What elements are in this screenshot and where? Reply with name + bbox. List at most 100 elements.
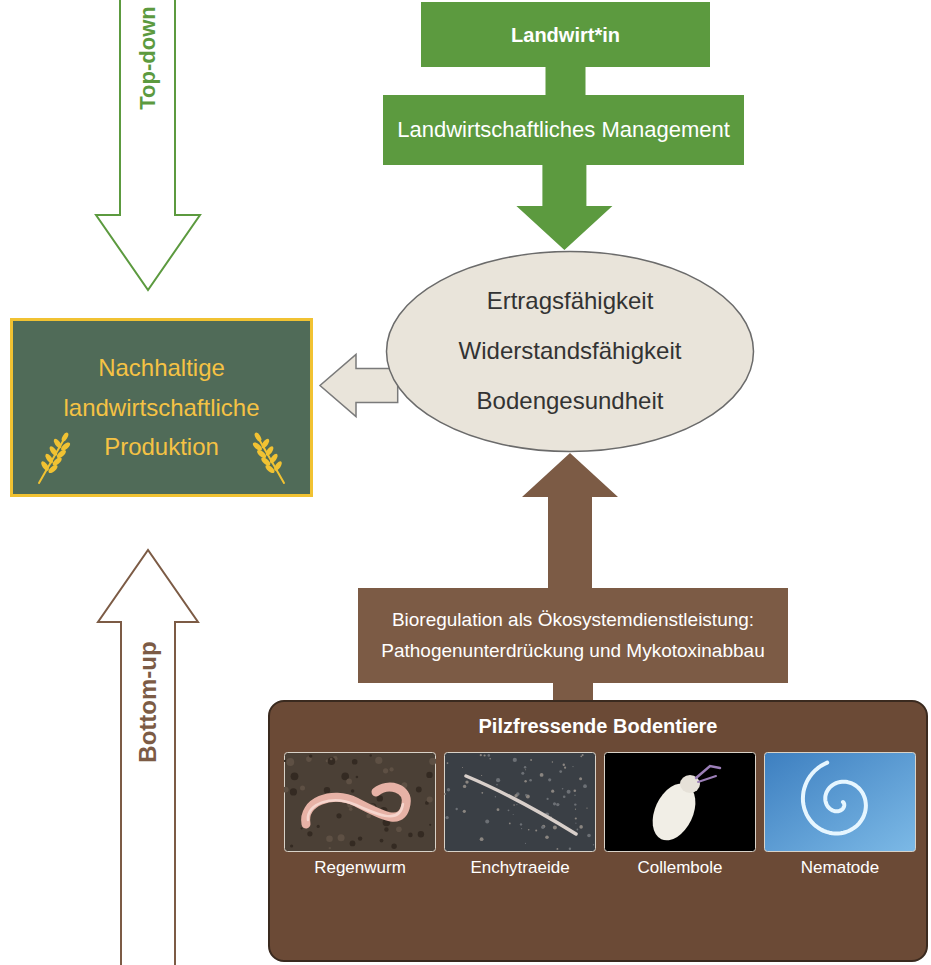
group-heading: Pilzfressende Bodentiere	[270, 714, 926, 738]
drawing-part	[447, 762, 449, 764]
direction-label: Bottom-up	[134, 641, 162, 762]
drawing-part	[390, 767, 394, 771]
drawing-part	[308, 800, 403, 820]
drawing-part	[408, 833, 413, 838]
drawing-part	[447, 788, 450, 791]
drawing-part	[496, 778, 500, 782]
wheat-grain	[252, 441, 264, 452]
drawing-part	[508, 809, 510, 811]
organism-caption: Collembole	[604, 858, 756, 878]
drawing-part	[580, 755, 582, 757]
wheat-grain	[256, 448, 268, 459]
drawing-part	[524, 766, 526, 768]
drawing-part	[551, 790, 554, 793]
drawing-part	[553, 802, 556, 805]
wheat-grain	[260, 456, 272, 467]
drawing-part	[545, 836, 549, 840]
drawing-part	[352, 759, 358, 765]
drawing-part	[548, 778, 551, 781]
drawing-part	[307, 831, 312, 836]
drawing-part	[336, 813, 341, 818]
drawing-part	[485, 819, 489, 823]
drawing-part	[338, 834, 345, 841]
drawing-part	[553, 825, 557, 829]
drawing-part	[328, 757, 336, 765]
wheat-grain	[52, 438, 63, 450]
drawing-part	[306, 787, 407, 824]
drawing-part	[462, 767, 463, 768]
node-text: Landwirtschaftliches Management	[397, 117, 730, 143]
drawing-part	[579, 825, 583, 829]
organism-picture: Enchytraeide	[444, 752, 596, 892]
drawing-part	[465, 780, 468, 783]
block-arrow	[516, 163, 612, 250]
service-box: Bioregulation als Ökosystemdienstleistun…	[358, 588, 788, 683]
drawing-part	[567, 790, 571, 794]
ellipse-text-column: ErtragsfähigkeitWiderstandsfähigkeitBode…	[385, 250, 755, 453]
drawing-part	[574, 795, 575, 796]
node-text: Nachhaltige landwirtschaftliche Produkti…	[43, 348, 280, 467]
drawing-part	[574, 789, 577, 792]
drawing-part	[563, 764, 565, 766]
drawing-part	[495, 796, 496, 797]
organism-picture: Collembole	[604, 752, 756, 892]
drawing-part	[375, 757, 382, 764]
drawing-part	[463, 785, 466, 788]
drawing-part	[445, 816, 448, 819]
drawing-part	[547, 798, 549, 800]
block-arrow	[522, 453, 618, 590]
drawing-part	[481, 792, 483, 794]
drawing-part	[284, 787, 289, 793]
drawing-part	[426, 772, 432, 778]
drawing-part	[559, 770, 562, 773]
drawing-part	[444, 793, 446, 795]
drawing-part	[384, 827, 388, 831]
drawing-part	[291, 772, 299, 780]
drawing-part	[429, 758, 436, 765]
goal-box: Nachhaltige landwirtschaftliche Produkti…	[10, 318, 313, 497]
drawing-part	[429, 824, 431, 826]
node-text: Bioregulation als Ökosystemdienstleistun…	[372, 605, 774, 666]
drawing-part	[525, 794, 527, 796]
drawing-part	[586, 807, 587, 808]
node-text: Ertragsfähigkeit	[487, 287, 654, 316]
drawing-part	[529, 779, 532, 782]
wheat-grain	[47, 463, 59, 474]
wheat-grain	[51, 456, 63, 467]
drawing-part	[521, 772, 524, 775]
top-down-arrow	[96, 0, 200, 290]
organism-group: Pilzfressende BodentiereRegenwurmEnchytr…	[268, 700, 928, 962]
block-arrow	[553, 681, 593, 702]
drawing-part	[463, 810, 466, 813]
drawing-part	[285, 753, 436, 852]
drawing-part	[324, 787, 330, 793]
wheat-grain	[264, 463, 276, 474]
drawing-part	[575, 817, 577, 819]
drawing-part	[380, 839, 384, 843]
drawing-part	[466, 776, 576, 834]
drawing-part	[349, 807, 353, 811]
animal-illustration	[444, 752, 596, 852]
drawing-part	[563, 796, 566, 799]
drawing-part	[552, 761, 553, 762]
drawing-part	[488, 754, 491, 757]
drawing-part	[583, 784, 587, 788]
drawing-part	[396, 827, 402, 833]
drawing-part	[521, 828, 522, 829]
drawing-part	[351, 789, 355, 793]
drawing-part	[301, 827, 303, 829]
drawing-part	[290, 788, 297, 795]
drawing-part	[489, 758, 491, 760]
drawing-part	[542, 825, 545, 828]
drawing-part	[330, 758, 333, 761]
drawing-part	[358, 836, 362, 840]
drawing-part	[605, 753, 756, 852]
drawing-part	[350, 841, 356, 847]
drawing-part	[528, 829, 530, 831]
node-text: Widerstandsfähigkeit	[459, 337, 682, 366]
drawing-part	[575, 809, 576, 810]
wheat-icon	[39, 431, 71, 483]
drawing-part	[416, 787, 422, 793]
drawing-part	[577, 829, 579, 831]
drawing-part	[509, 823, 511, 825]
